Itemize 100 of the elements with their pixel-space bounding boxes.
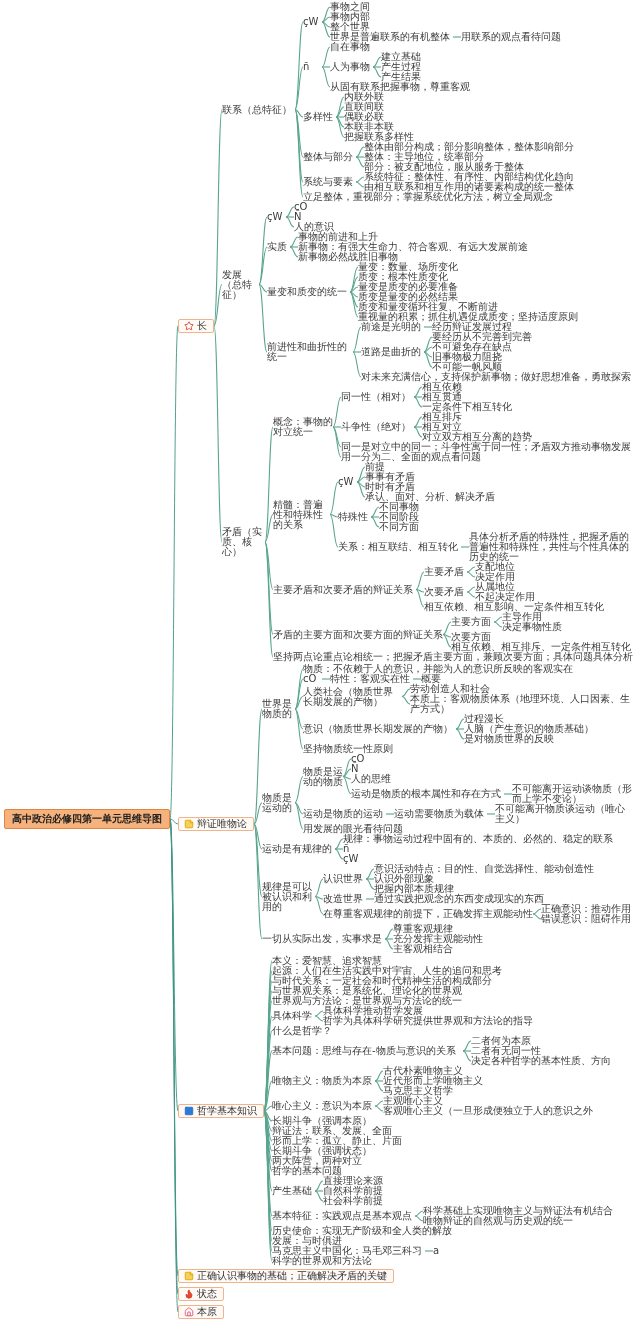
topic-text: 产生过程 bbox=[381, 62, 424, 72]
branch-line bbox=[349, 291, 359, 308]
topic-text: 旧事物极力阻挠 bbox=[432, 352, 505, 362]
branch-line bbox=[455, 728, 465, 730]
topic-text: 本质上：客观物质体系（地理环境、人口因素、生产方式） bbox=[410, 694, 634, 714]
topic-text: 运动是物质的运动 bbox=[303, 809, 386, 819]
topic-text: 决定事物性质 bbox=[502, 622, 565, 632]
topic-text: 具体分析矛盾的特殊性，把握矛盾的普遍性和特殊性，共性与个性具体的历史的统一 bbox=[469, 532, 634, 562]
topic-text: 本义：爱智慧、追求智慧 bbox=[272, 956, 385, 966]
branch-line bbox=[352, 326, 362, 353]
topic-text: 次要方面 bbox=[451, 632, 494, 642]
branch-line bbox=[442, 633, 452, 638]
branch-line bbox=[329, 481, 339, 516]
branch-line bbox=[413, 416, 423, 428]
branch-line bbox=[370, 516, 380, 528]
branch-line bbox=[374, 1080, 384, 1082]
topic-text: ñ bbox=[343, 844, 362, 854]
topic-label: 状态 bbox=[197, 1289, 217, 1299]
topic-text: 哲学为具体科学研究提供世界观和方法论的指导 bbox=[323, 1016, 536, 1026]
branch-line bbox=[352, 351, 362, 378]
topic-text: 认识世界 bbox=[323, 874, 366, 884]
branch-line bbox=[334, 848, 344, 850]
topic-text: 坚持物质统一性原则 bbox=[303, 744, 396, 754]
topic-text: 科学基础上实现唯物主义与辩证法有机结合 bbox=[423, 1206, 616, 1216]
topic-text: cO bbox=[351, 754, 370, 764]
topic-box bbox=[178, 1104, 264, 1118]
topic-text: 唯心主义：意识为本原 bbox=[272, 1101, 375, 1111]
topic-text: 本联非本联 bbox=[344, 122, 397, 132]
branch-line bbox=[335, 106, 345, 118]
branch-line bbox=[321, 6, 331, 23]
topic-text: 发展（总特征） bbox=[222, 269, 259, 300]
topic-text: 二者何为本原 bbox=[471, 1036, 534, 1046]
branch-line bbox=[423, 326, 433, 328]
topic-text: 支配地位 bbox=[475, 562, 518, 572]
topic-text: 主导作用 bbox=[502, 612, 545, 622]
branch-line bbox=[372, 66, 382, 78]
branch-line bbox=[294, 802, 304, 830]
topic-text: 改造世界 bbox=[323, 894, 366, 904]
branch-line bbox=[253, 823, 263, 898]
topic-text: ñ bbox=[303, 62, 322, 72]
topic-text: 什么是哲学？ bbox=[272, 1026, 335, 1036]
branch-line bbox=[349, 266, 359, 293]
branch-line bbox=[486, 813, 496, 815]
topic-text: 承认、面对、分析、解决矛盾 bbox=[365, 492, 498, 502]
topic-text: çW bbox=[267, 212, 286, 222]
branch-line bbox=[372, 56, 382, 68]
topic-text: 重视量的积累；抓住机遇促成质变；坚持适度原则 bbox=[358, 312, 581, 322]
topic-text: 形而上学：孤立、静止、片面 bbox=[272, 1136, 405, 1146]
topic-text: 人为事物 bbox=[330, 62, 373, 72]
topic-text: 多样性 bbox=[303, 112, 336, 122]
topic-text: 主客观相结合 bbox=[393, 944, 456, 954]
branch-line bbox=[415, 588, 425, 593]
branch-line bbox=[314, 1180, 324, 1192]
branch-line bbox=[413, 396, 423, 398]
topic-text: 新事物：有强大生命力、符合客观、有远大发展前途 bbox=[298, 242, 531, 252]
branch-line bbox=[466, 586, 476, 593]
branch-line bbox=[342, 775, 352, 780]
topic-text: 在尊重客观规律的前提下，正确发挥主观能动性 bbox=[323, 909, 533, 919]
branch-line bbox=[294, 775, 304, 804]
topic-text: 特殊性 bbox=[338, 512, 371, 522]
branch-line bbox=[253, 823, 263, 850]
topic-text: 近代形而上学唯物主义 bbox=[383, 1076, 486, 1086]
branch-line bbox=[356, 476, 366, 483]
topic-label: 哲学基本知识 bbox=[197, 1106, 257, 1116]
topic-text: 主观唯心主义 bbox=[383, 1096, 446, 1106]
branch-line bbox=[294, 108, 304, 118]
branch-line bbox=[455, 728, 465, 740]
branch-line bbox=[414, 1215, 424, 1222]
topic-text: 基本特征：实践观点是基本观点 bbox=[272, 1211, 415, 1221]
topic-text: 量变是质变的必要准备 bbox=[358, 282, 461, 292]
branch-line bbox=[264, 426, 274, 543]
branch-line bbox=[264, 541, 274, 591]
branch-line bbox=[332, 426, 342, 428]
branch-line bbox=[352, 351, 362, 353]
branch-line bbox=[349, 291, 359, 298]
topic-text: 相互贯通 bbox=[422, 392, 465, 402]
branch-line bbox=[355, 156, 365, 158]
branch-line bbox=[263, 1105, 273, 1112]
branch-line bbox=[258, 246, 268, 286]
branch-line bbox=[423, 336, 433, 353]
branch-line bbox=[294, 108, 304, 158]
branch-line bbox=[342, 775, 352, 795]
branch-line bbox=[289, 236, 299, 248]
branch-line bbox=[442, 621, 452, 636]
topic-text: 通过实践把观念的东西变成现实的东西 bbox=[374, 894, 547, 904]
branch-line bbox=[493, 616, 503, 623]
topic-text: 科学的世界观和方法论 bbox=[272, 1256, 375, 1266]
topic-text: 从属地位 bbox=[475, 582, 518, 592]
branch-line bbox=[314, 895, 324, 915]
branch-line bbox=[263, 1080, 273, 1112]
topic-text: 运动是有规律的 bbox=[262, 844, 335, 854]
branch-line bbox=[532, 908, 542, 915]
topic-text: 把握内部本质规律 bbox=[374, 884, 457, 894]
topic-text: 直接理论来源 bbox=[323, 1176, 386, 1186]
topic-text: 前途是光明的 bbox=[361, 322, 424, 332]
topic-text: 起源：人们在生活实践中对宇宙、人生的追问和思考 bbox=[272, 966, 505, 976]
topic-text: 尊重客观规律 bbox=[393, 924, 456, 934]
branch-line bbox=[374, 1070, 384, 1082]
branch-line bbox=[413, 396, 423, 408]
branch-line bbox=[321, 46, 331, 68]
